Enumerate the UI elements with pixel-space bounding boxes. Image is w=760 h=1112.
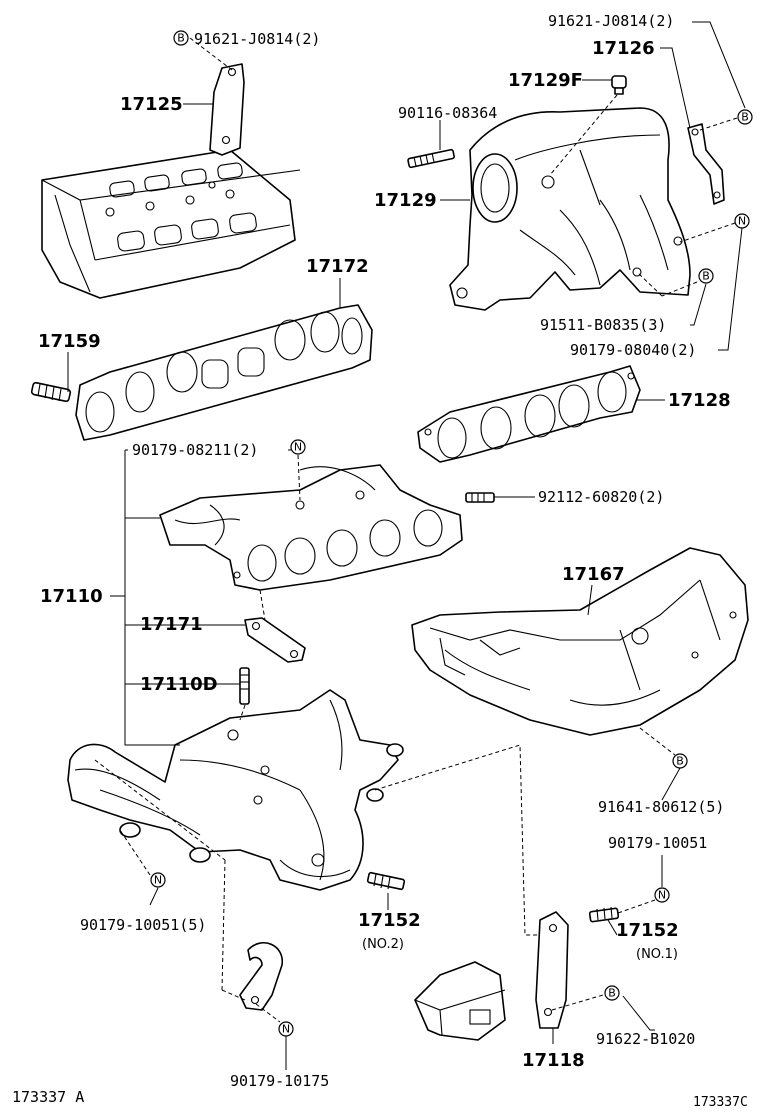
- label-17159: 17159: [38, 331, 101, 352]
- marker-n-90179-10051-right: N: [654, 887, 670, 903]
- label-17126: 17126: [592, 38, 655, 59]
- marker-n-90179-08211: N: [290, 439, 306, 455]
- figure-code-right: 173337C: [693, 1095, 748, 1110]
- engine-mount-drawing: [414, 961, 506, 1041]
- label-91622-B1020: 91622-B1020: [596, 1030, 695, 1048]
- stud-17110D-drawing: [239, 667, 250, 705]
- label-91641-80612: 91641-80612(5): [598, 798, 724, 816]
- stud-17159-drawing: [30, 381, 72, 403]
- stud-90116-08364-drawing: [407, 148, 455, 169]
- svg-text:B: B: [177, 32, 185, 45]
- label-90179-10051-right: 90179-10051: [608, 834, 707, 852]
- label-91621-J0814-left: 91621-J0814(2): [194, 30, 320, 48]
- gasket-17172-drawing: [75, 304, 373, 441]
- figure-code-left: 173337 A: [12, 1088, 84, 1106]
- svg-text:B: B: [608, 987, 616, 1000]
- hook-bracket-drawing: [239, 941, 283, 1011]
- label-17171: 17171: [140, 614, 203, 635]
- label-90179-10051-left: 90179-10051(5): [80, 916, 206, 934]
- marker-b-91641: B: [672, 753, 688, 769]
- bracket-17126-drawing: [687, 123, 725, 205]
- svg-text:B: B: [702, 270, 710, 283]
- label-90116-08364: 90116-08364: [398, 104, 497, 122]
- stud-17152-no1-drawing: [588, 906, 620, 923]
- svg-text:N: N: [154, 874, 162, 887]
- label-17118: 17118: [522, 1050, 585, 1071]
- label-17152-no2: 17152: [358, 910, 421, 931]
- label-17110D: 17110D: [140, 674, 218, 695]
- marker-n-90179-10051-left: N: [150, 872, 166, 888]
- stud-17152-no2-drawing: [366, 871, 406, 891]
- heat-insulator-17167-drawing: [411, 547, 749, 736]
- svg-text:N: N: [658, 889, 666, 902]
- label-17129: 17129: [374, 190, 437, 211]
- bracket-17125-drawing: [209, 63, 245, 156]
- label-no2: (NO.2): [362, 937, 404, 952]
- label-17172: 17172: [306, 256, 369, 277]
- svg-text:N: N: [282, 1023, 290, 1036]
- label-90179-08040: 90179-08040(2): [570, 341, 696, 359]
- label-91621-J0814-right: 91621-J0814(2): [548, 12, 674, 30]
- bracket-17118-drawing: [535, 911, 569, 1029]
- svg-text:N: N: [294, 441, 302, 454]
- marker-b-91622: B: [604, 985, 620, 1001]
- label-91511-B0835: 91511-B0835(3): [540, 316, 666, 334]
- svg-text:N: N: [738, 215, 746, 228]
- marker-b-91621-right: B: [737, 109, 753, 125]
- bracket-17171-drawing: [244, 617, 306, 663]
- marker-n-90179-10175: N: [278, 1021, 294, 1037]
- gasket-17128-drawing: [417, 365, 641, 463]
- label-17129F: 17129F: [508, 70, 583, 91]
- svg-text:B: B: [741, 111, 749, 124]
- intake-manifold-17129-drawing: [449, 107, 691, 311]
- label-17152-no1: 17152: [616, 920, 679, 941]
- label-17128: 17128: [668, 390, 731, 411]
- marker-b-91621-left: B: [173, 30, 189, 46]
- label-17125: 17125: [120, 94, 183, 115]
- exhaust-manifold-drawing: [67, 689, 404, 891]
- label-90179-10175: 90179-10175: [230, 1072, 329, 1090]
- cylinder-head-drawing: [41, 149, 301, 299]
- svg-text:B: B: [676, 755, 684, 768]
- label-no1: (NO.1): [636, 947, 678, 962]
- marker-n-90179-08040: N: [734, 213, 750, 229]
- label-90179-08211: 90179-08211(2): [132, 441, 258, 459]
- stud-92112-60820-drawing: [465, 492, 495, 503]
- plug-17129F-drawing: [611, 75, 627, 95]
- label-17167: 17167: [562, 564, 625, 585]
- label-92112-60820: 92112-60820(2): [538, 488, 664, 506]
- marker-b-91511: B: [698, 268, 714, 284]
- manifold-upper-drawing: [159, 464, 463, 591]
- label-17110: 17110: [40, 586, 103, 607]
- leader-lines: [67, 21, 746, 1070]
